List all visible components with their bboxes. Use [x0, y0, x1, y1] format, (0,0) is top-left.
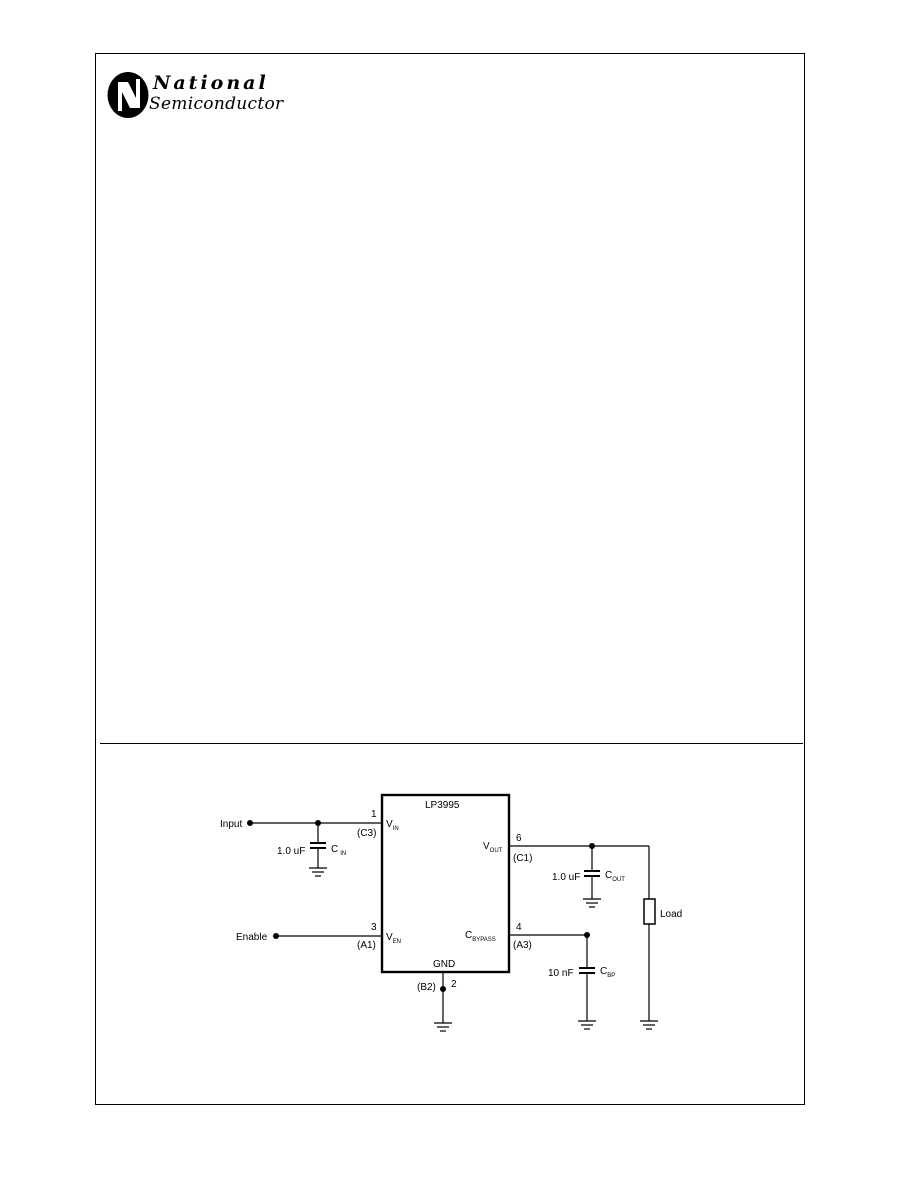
ground-symbol-cout	[583, 898, 601, 908]
logo-wordmark-semiconductor: Semiconductor	[149, 94, 284, 114]
bypass-junction	[584, 932, 590, 938]
cbp-name: CBP	[600, 966, 615, 979]
ns-logo-icon	[107, 72, 149, 118]
pin-vin-ball: (C3)	[357, 828, 376, 839]
ground-symbol-cbp	[578, 1020, 596, 1030]
pin-ven-number: 3	[371, 922, 377, 933]
pin-vout-ball: (C1)	[513, 853, 532, 864]
load-resistor	[643, 898, 656, 925]
cin-value: 1.0 uF	[277, 846, 305, 857]
gnd-junction	[440, 986, 446, 992]
pin-gnd-ball: (B2)	[417, 982, 436, 993]
pin-bypass-ball: (A3)	[513, 940, 532, 951]
input-label: Input	[220, 819, 242, 830]
pin-gnd-number: 2	[451, 979, 457, 990]
pin-ven-ball: (A1)	[357, 940, 376, 951]
ic-part-label: LP3995	[425, 800, 460, 811]
cout-value: 1.0 uF	[552, 872, 580, 883]
pin-vin-number: 1	[371, 809, 377, 820]
pin-vout-name: VOUT	[483, 841, 503, 854]
enable-terminal	[273, 933, 279, 939]
pin-vout-number: 6	[516, 833, 522, 844]
page-frame	[95, 53, 805, 1105]
pin-bypass-name: CBYPASS	[465, 930, 496, 943]
pin-bypass-number: 4	[516, 922, 522, 933]
ground-symbol-load	[640, 1020, 658, 1030]
vout-junction	[589, 843, 595, 849]
national-semiconductor-logo: National Semiconductor	[106, 70, 306, 122]
ground-symbol-ic	[434, 1022, 452, 1032]
pin-ven-name: VEN	[386, 932, 401, 945]
pin-vin-name: VIN	[386, 819, 399, 832]
input-terminal	[247, 820, 253, 826]
ic-body	[380, 793, 511, 974]
logo-wordmark-national: National	[153, 72, 269, 94]
load-label: Load	[660, 909, 682, 920]
cin-junction	[315, 820, 321, 826]
cbp-value: 10 nF	[548, 968, 574, 979]
cout-name: COUT	[605, 870, 625, 883]
ground-symbol-cin	[309, 867, 327, 877]
ic-gnd-label: GND	[433, 959, 455, 970]
section-divider	[100, 743, 803, 744]
enable-label: Enable	[236, 932, 268, 943]
